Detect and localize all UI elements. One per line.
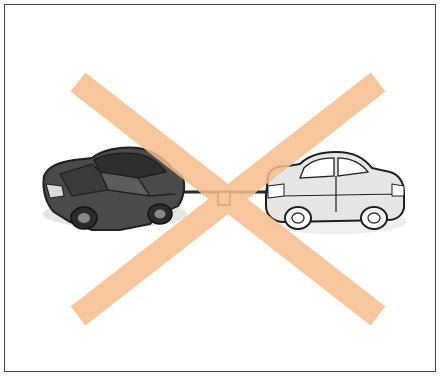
tow-prohibited-illustration: [0, 0, 448, 382]
